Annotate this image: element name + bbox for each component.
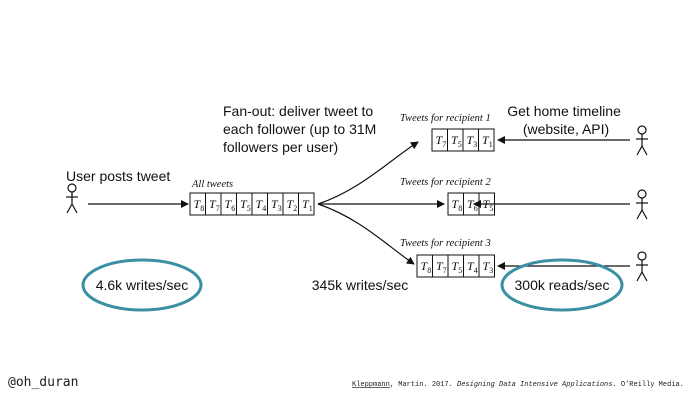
reads-label: 300k reads/sec — [515, 277, 610, 293]
queue-cell-label: T7 — [436, 133, 447, 149]
reader-2-figure — [636, 189, 648, 220]
queue-cell-label: T3 — [271, 197, 282, 213]
queue-cell-label: T1 — [482, 133, 493, 149]
queue-cell-box — [478, 254, 495, 278]
queue-cell: T8 — [447, 192, 464, 216]
queue-cell-label: T8 — [452, 197, 463, 213]
home-timeline-line-1: Get home timeline — [507, 103, 621, 119]
queue-cell-label: T4 — [467, 259, 478, 275]
citation-title: Designing Data Intensive Applications — [457, 381, 612, 389]
queue-cell-label: T8 — [194, 197, 205, 213]
queue-cell-label: T8 — [421, 259, 432, 275]
queue-cell: T7 — [432, 254, 449, 278]
queue-cell-label: T6 — [225, 197, 236, 213]
queue-cell-label: T5 — [240, 197, 251, 213]
queue-title: Tweets for recipient 3 — [400, 238, 491, 249]
queue-cell-label: T6 — [467, 197, 478, 213]
queue-cell-label: T3 — [483, 259, 494, 275]
queue-cell-label: T1 — [302, 197, 313, 213]
queue-cell-label: T7 — [436, 259, 447, 275]
queue-cell: T3 — [267, 192, 284, 216]
stick-figures — [66, 125, 648, 282]
citation-author: Kleppmann — [352, 381, 390, 389]
queue-cell: T7 — [205, 192, 222, 216]
fan-out-line-2: each follower (up to 31M — [223, 121, 376, 137]
writes-mid-label: 345k writes/sec — [312, 277, 408, 293]
queue-cell: T5 — [447, 128, 464, 152]
queue-cell: T3 — [478, 254, 495, 278]
queue-cell: T7 — [431, 128, 448, 152]
queue-cell-label: T5 — [451, 133, 462, 149]
queue-cell: T4 — [251, 192, 268, 216]
twitter-handle: @oh_duran — [8, 375, 78, 390]
queue-cell: T5 — [236, 192, 253, 216]
home-timeline-label: Get home timeline (website, API) — [507, 103, 625, 137]
reader-1-figure — [636, 125, 648, 156]
home-timeline-line-2: (website, API) — [523, 121, 609, 137]
user-posts-label: User posts tweet — [66, 168, 170, 184]
queue-cell-label: T7 — [209, 197, 220, 213]
citation-publisher: . O'Reilly Media. — [612, 381, 683, 389]
fan-out-line-3: followers per user) — [223, 139, 338, 155]
queue-cell: T6 — [220, 192, 237, 216]
arrows — [88, 136, 630, 270]
queue-title: Tweets for recipient 2 — [400, 177, 491, 188]
queue-title: Tweets for recipient 1 — [400, 113, 491, 124]
queue-cell: T1 — [478, 128, 495, 152]
queue-cell: T2 — [282, 192, 299, 216]
queue-cell-label: T5 — [452, 259, 463, 275]
queue-cell-label: T2 — [287, 197, 298, 213]
citation-rest: , Martin. 2017. — [390, 381, 457, 389]
fan-out-line-1: Fan-out: deliver tweet to — [223, 103, 373, 119]
queue-cell: T1 — [298, 192, 315, 216]
arrow-fanout-recipient-1 — [317, 141, 419, 205]
queue-cell-box — [478, 128, 495, 152]
poster-figure — [66, 183, 78, 214]
arrow-fanout-recipient-3 — [317, 203, 415, 265]
queue-cell-box — [298, 192, 315, 216]
queue-cell: T5 — [447, 254, 464, 278]
queue-cell: T8 — [416, 254, 433, 278]
queue-cell-label: T4 — [256, 197, 267, 213]
queue-cell: T4 — [463, 254, 480, 278]
queue-cell: T6 — [463, 192, 480, 216]
queue-cell-label: T3 — [467, 133, 478, 149]
queue-cell: T8 — [189, 192, 206, 216]
queue-title: All tweets — [191, 179, 233, 190]
queue-cell: T3 — [462, 128, 479, 152]
writes-ellipse — [81, 258, 203, 312]
reads-ellipse — [500, 258, 624, 312]
citation: Kleppmann, Martin. 2017. Designing Data … — [352, 381, 684, 389]
reader-3-figure — [636, 251, 648, 282]
writes-left-label: 4.6k writes/sec — [96, 277, 189, 293]
fan-out-label: Fan-out: deliver tweet to each follower … — [223, 103, 380, 155]
